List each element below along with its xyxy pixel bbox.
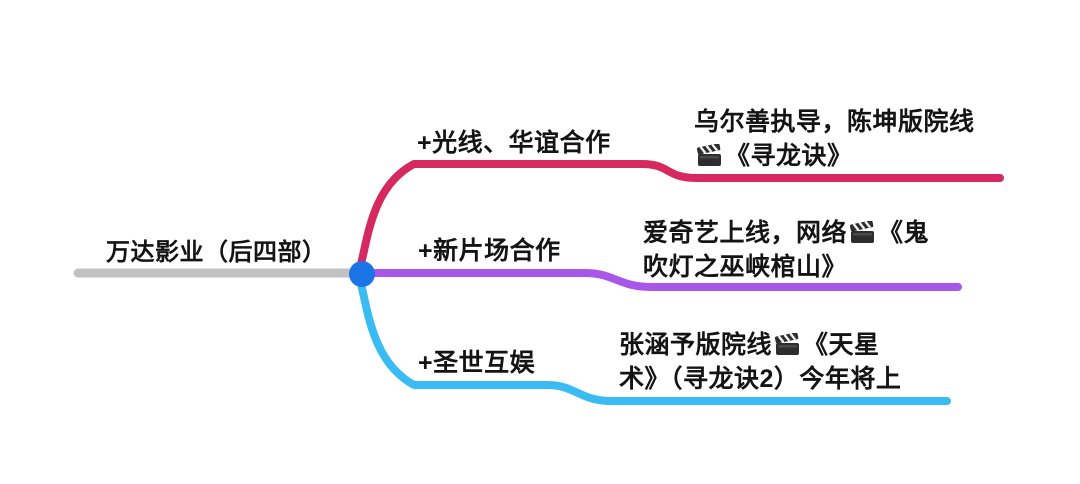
movie-clapper-icon bbox=[696, 143, 721, 166]
child-text-line: 《寻龙诀》 bbox=[694, 139, 975, 173]
movie-clapper-icon bbox=[849, 220, 875, 243]
movie-clapper-icon bbox=[774, 332, 800, 355]
branch3-label[interactable]: +圣世互娱 bbox=[418, 349, 536, 377]
branch3-child-text[interactable]: 张涵予版院线《天星 术》（寻龙诀2）今年将上 bbox=[619, 328, 901, 396]
branch2-child-text[interactable]: 爱奇艺上线，网络《鬼 吹灯之巫峡棺山》 bbox=[643, 216, 929, 284]
child-text-line: 乌尔善执导，陈坤版院线 bbox=[694, 108, 975, 136]
junction-dot[interactable] bbox=[349, 261, 375, 287]
child-text-line: 术》（寻龙诀2）今年将上 bbox=[619, 365, 902, 393]
root-node-label[interactable]: 万达影业（后四部） bbox=[106, 239, 327, 266]
branch1-child-text[interactable]: 乌尔善执导，陈坤版院线 《寻龙诀》 bbox=[694, 105, 975, 173]
child-text-line: 吹灯之巫峡棺山》 bbox=[643, 253, 848, 281]
branch2-connector-line bbox=[358, 269, 962, 291]
branch1-label[interactable]: +光线、华谊合作 bbox=[417, 129, 611, 157]
branch1-connector-line bbox=[356, 160, 1004, 272]
child-text-line: 爱奇艺上线，网络《鬼 bbox=[643, 219, 930, 247]
branch3-connector-line bbox=[356, 276, 951, 405]
branch2-label[interactable]: +新片场合作 bbox=[418, 237, 561, 265]
child-text-line: 张涵予版院线《天星 bbox=[619, 331, 880, 359]
